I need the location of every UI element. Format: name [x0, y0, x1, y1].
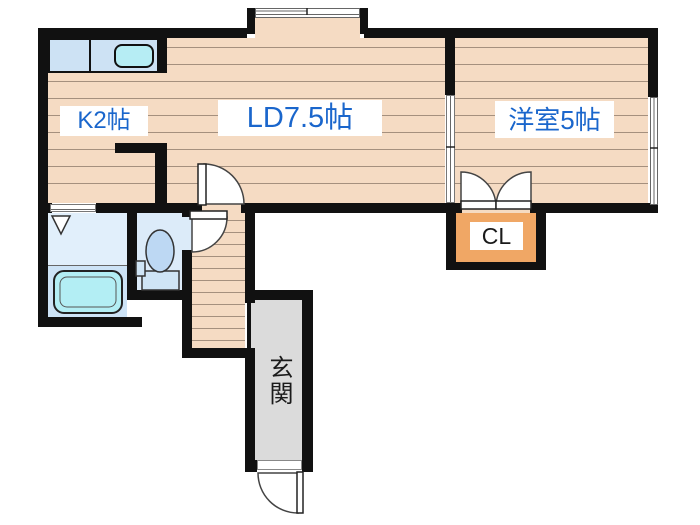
- wall: [302, 290, 313, 472]
- toilet-door: [189, 210, 228, 253]
- kitchen-sink: [114, 44, 154, 68]
- living-door: [197, 163, 245, 206]
- wall: [182, 250, 192, 358]
- kitchen-label: K2帖: [60, 106, 148, 136]
- wall: [38, 203, 52, 213]
- entrance-threshold: [257, 460, 302, 470]
- wall: [247, 8, 255, 34]
- entrance-door: [257, 471, 304, 514]
- western-room-label: 洋室5帖: [495, 101, 614, 138]
- wall: [115, 143, 157, 153]
- wall: [182, 348, 252, 358]
- wall: [364, 28, 658, 38]
- wall: [530, 203, 658, 213]
- wall: [360, 8, 368, 34]
- wall: [446, 262, 546, 270]
- toilet: [135, 229, 180, 291]
- closet-label: CL: [470, 222, 523, 250]
- kitchen-counter-divider: [89, 39, 91, 72]
- bay-window-floor: [255, 18, 360, 38]
- wall: [446, 213, 456, 270]
- toilet-doorway-floor: [182, 217, 192, 250]
- window-detail-lines: [51, 8, 658, 210]
- wall: [157, 38, 167, 73]
- wall: [536, 213, 546, 270]
- wall: [127, 290, 192, 300]
- wall: [38, 28, 48, 327]
- wall: [445, 28, 455, 95]
- closet-double-door: [460, 171, 532, 210]
- wall: [648, 28, 658, 97]
- western-room-floor: [455, 38, 648, 203]
- wall: [38, 28, 247, 38]
- wall: [245, 203, 255, 303]
- wall: [96, 203, 202, 213]
- wall: [155, 143, 167, 213]
- wall: [245, 460, 257, 472]
- wall: [38, 317, 142, 327]
- wall: [182, 213, 192, 217]
- living-doorway-floor: [200, 203, 243, 213]
- living-label: LD7.5帖: [218, 100, 382, 136]
- bathroom-door: [50, 204, 96, 212]
- wall: [248, 290, 313, 300]
- entrance-label: 玄関: [265, 355, 292, 407]
- wall: [245, 348, 255, 472]
- bathtub: [53, 270, 123, 314]
- shower-icon: [50, 215, 72, 236]
- entrance-floor: [251, 300, 302, 460]
- wall: [127, 213, 137, 300]
- wall: [247, 300, 251, 348]
- wall: [241, 203, 462, 213]
